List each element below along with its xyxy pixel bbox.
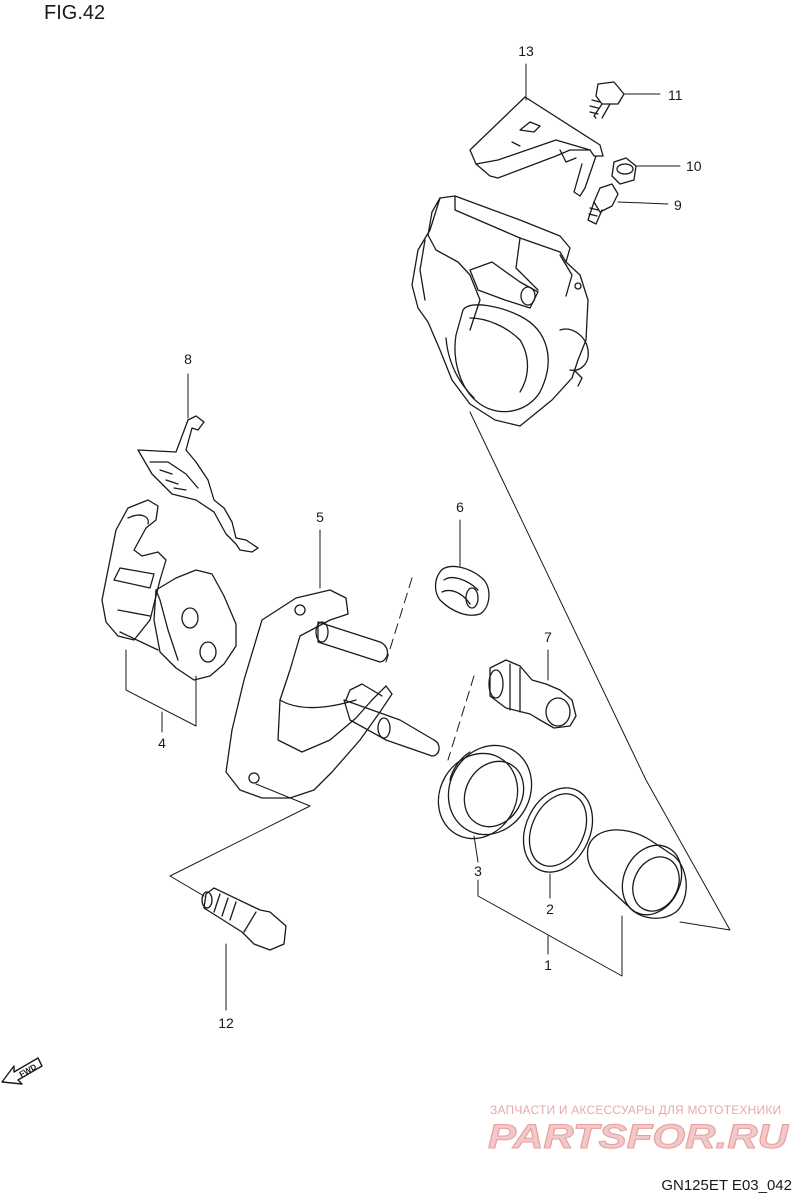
callout-6: 6: [456, 499, 464, 515]
callout-3: 3: [474, 863, 482, 879]
callout-9: 9: [674, 197, 682, 213]
fwd-arrow-icon: FWD: [1, 1057, 43, 1085]
caliper-body: [411, 195, 589, 427]
piston-seal-part: [522, 787, 594, 873]
bracket-4-leader: [125, 649, 197, 733]
callout-10: 10: [686, 158, 702, 174]
boot-part: [434, 565, 490, 616]
callout-13: 13: [518, 43, 534, 59]
watermark-brand: PARTSFOR.RU: [488, 1118, 790, 1156]
callout-5: 5: [316, 509, 324, 525]
watermark-logo: PARTSFOR.RU: [488, 1118, 790, 1157]
leader-lines: [169, 63, 731, 1011]
pad-spring-part: [137, 415, 259, 553]
brake-pads-part: [101, 499, 237, 681]
bolt-part: [201, 887, 287, 951]
callout-1: 1: [544, 957, 552, 973]
callout-11: 11: [668, 87, 683, 103]
callout-12: 12: [218, 1015, 234, 1031]
figure-label: FIG.42: [44, 2, 106, 24]
dust-seal-part: [437, 744, 533, 840]
guide-pin-part: [488, 659, 577, 729]
cap-part: [611, 157, 637, 185]
callout-2: 2: [546, 901, 554, 917]
watermark-tagline: ЗАПЧАСТИ И АКСЕССУАРЫ ДЛЯ МОТОТЕХНИКИ: [490, 1103, 782, 1117]
bracket-part: [469, 96, 604, 197]
caliper-holder-part: [225, 589, 440, 799]
piston-part: [586, 829, 687, 919]
callout-labels: 13 11 10 9 8 6 5 7 4 3 2 1 12: [158, 43, 702, 1031]
callout-4: 4: [158, 735, 166, 751]
callout-7: 7: [544, 629, 552, 645]
drawing-code: GN125ET E03_042: [661, 1177, 792, 1194]
bleeder-part: [587, 183, 619, 225]
screw-part: [589, 81, 625, 119]
callout-8: 8: [184, 351, 192, 367]
